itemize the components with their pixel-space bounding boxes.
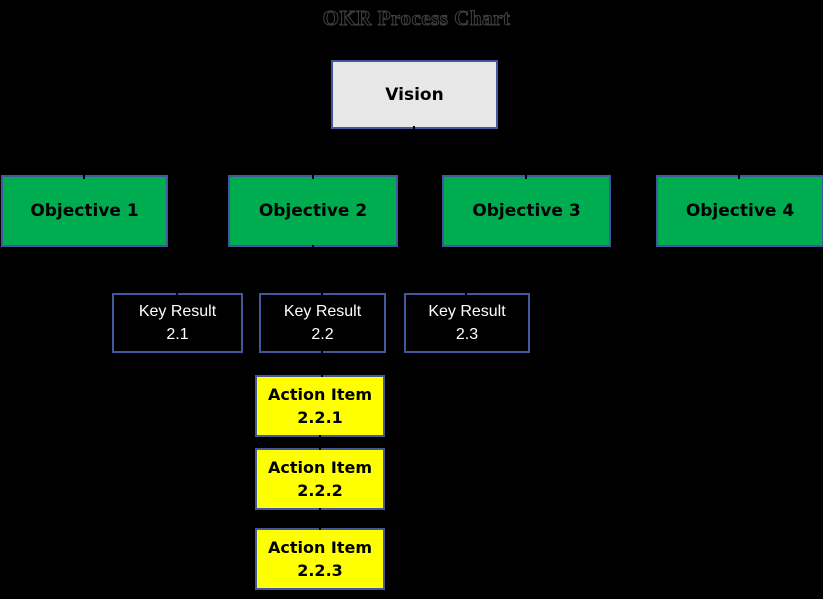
connector-action-item-1-2 xyxy=(319,435,321,450)
objective-2-box: Objective 2 xyxy=(228,175,398,247)
key-result-2-1-label: Key Result xyxy=(138,303,217,320)
action-item-2-2-2-number: 2.2.2 xyxy=(297,481,343,500)
connector-key-result-1-drop xyxy=(176,270,178,296)
connector-objective-2-stem xyxy=(312,245,314,272)
action-item-2-2-3-number: 2.2.3 xyxy=(297,561,343,580)
connector-objective-2-drop xyxy=(312,151,314,179)
connector-objectives-rail xyxy=(84,151,740,153)
action-item-2-2-1-box: Action Item 2.2.1 xyxy=(255,375,385,437)
key-result-2-1-number: 2.1 xyxy=(166,326,189,343)
action-item-2-2-3-label: Action Item xyxy=(267,538,373,557)
action-item-2-2-2-label: Action Item xyxy=(267,458,373,477)
vision-label: Vision xyxy=(385,84,444,105)
connector-key-result-3-drop xyxy=(465,270,467,296)
connector-key-result-2-stem xyxy=(321,350,323,377)
objective-3-box: Objective 3 xyxy=(442,175,611,247)
key-result-2-2-box: Key Result 2.2 xyxy=(259,293,386,353)
connector-action-item-2-3 xyxy=(319,508,321,530)
objective-4-label: Objective 4 xyxy=(685,201,795,221)
key-result-2-2-number: 2.2 xyxy=(311,326,334,343)
action-item-2-2-1-number: 2.2.1 xyxy=(297,408,343,427)
connector-vision-stem xyxy=(413,126,415,153)
key-result-2-1-box: Key Result 2.1 xyxy=(112,293,243,353)
key-result-2-2-label: Key Result xyxy=(283,303,362,320)
objective-1-label: Objective 1 xyxy=(30,201,139,221)
action-item-2-2-3-box: Action Item 2.2.3 xyxy=(255,528,385,590)
key-result-2-3-label: Key Result xyxy=(428,303,506,320)
key-result-2-3-box: Key Result 2.3 xyxy=(404,293,530,353)
connector-objective-1-drop xyxy=(83,151,85,179)
objective-2-label: Objective 2 xyxy=(258,201,368,221)
key-result-2-3-number: 2.3 xyxy=(455,326,479,343)
action-item-2-2-2-box: Action Item 2.2.2 xyxy=(255,448,385,510)
action-item-2-2-1-label: Action Item xyxy=(267,385,373,404)
chart-title: OKR Process Chart xyxy=(322,6,511,31)
connector-objective-4-drop xyxy=(738,151,740,179)
connector-key-result-2-drop xyxy=(321,270,323,296)
connector-objective-3-drop xyxy=(525,151,527,179)
objective-1-box: Objective 1 xyxy=(1,175,168,247)
vision-box: Vision xyxy=(331,60,498,129)
objective-3-label: Objective 3 xyxy=(472,201,581,221)
objective-4-box: Objective 4 xyxy=(656,175,823,247)
